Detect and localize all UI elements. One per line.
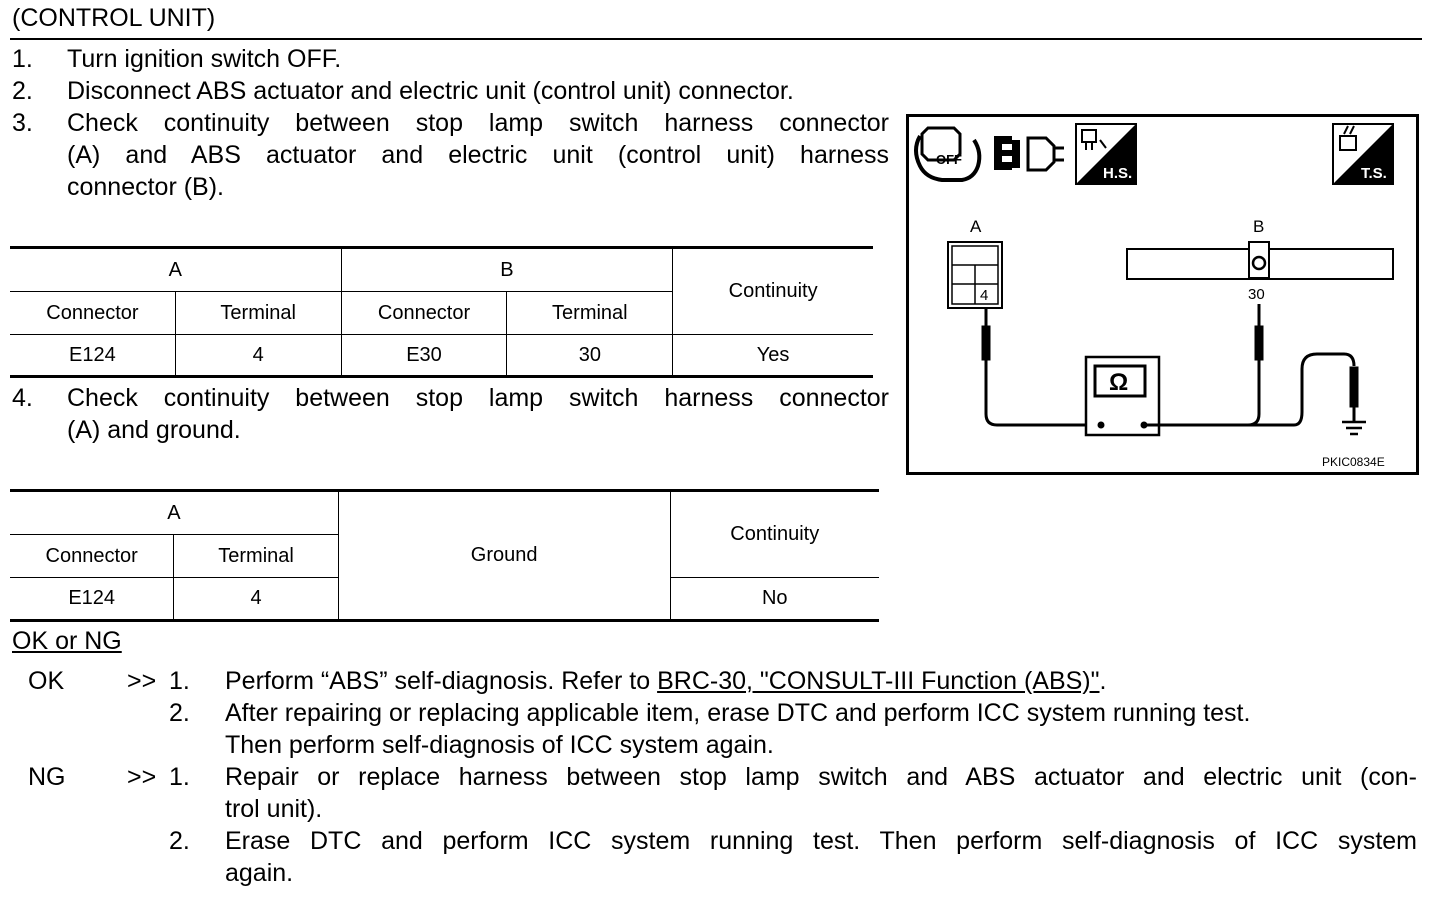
table-row: E124 4 E30 30 Yes [10, 334, 873, 378]
ok-item-2-number: 2. [169, 699, 190, 727]
table1-cell-a-connector: E124 [10, 334, 176, 378]
ohmmeter-icon: Ω [1084, 355, 1161, 437]
table2-col-terminal: Terminal [173, 534, 339, 578]
continuity-table-2: A Ground Continuity Connector Terminal E… [10, 489, 879, 622]
table2-header-a: A [10, 489, 339, 535]
ok-item-1-post: . [1099, 667, 1107, 695]
ts-text: T.S. [1361, 165, 1387, 182]
table2-col-connector: Connector [10, 534, 175, 578]
ok-item-1-pre: Perform “ABS” self-diagnosis. Refer to [225, 667, 658, 695]
table1-cell-b-terminal: 30 [506, 334, 674, 378]
connector-b-label: B [1253, 217, 1264, 236]
ng-item-2-line-2: again. [225, 859, 294, 887]
ng-arrow: >> [127, 763, 157, 791]
ok-item-2-line-1: After repairing or replacing applicable … [225, 699, 1251, 727]
ohm-symbol: Ω [1109, 369, 1128, 396]
step-4-line-2: (A) and ground. [67, 416, 241, 444]
step-3-line-1: Check continuity between stop lamp switc… [67, 109, 889, 137]
ok-item-2-line-2: Then perform self-diagnosis of ICC syste… [225, 731, 774, 759]
table1-col-connector-a: Connector [10, 291, 176, 335]
hs-text: H.S. [1103, 165, 1132, 182]
ng-item-2-number: 2. [169, 827, 190, 855]
ng-item-1-number: 1. [169, 763, 190, 791]
table2-header-ground: Ground [338, 489, 671, 622]
connector-disconnect-icon [994, 136, 1064, 172]
step-3-line-2: (A) and ABS actuator and electric unit (… [67, 141, 889, 169]
connector-a-label: A [970, 217, 982, 236]
connector-a [947, 241, 1003, 309]
ng-item-2-line-1: Erase DTC and perform ICC system running… [225, 827, 1417, 855]
table2-cell-terminal: 4 [173, 577, 339, 622]
step-2-text: Disconnect ABS actuator and electric uni… [67, 77, 794, 105]
connector-a-terminal: 4 [980, 287, 988, 304]
ok-arrow: >> [127, 667, 157, 695]
ok-label: OK [28, 667, 65, 695]
table1-cell-a-terminal: 4 [175, 334, 342, 378]
brc-30-link[interactable]: BRC-30, "CONSULT-III Function (ABS)" [657, 667, 1100, 695]
step-3-line-3: connector (B). [67, 173, 225, 201]
ng-item-1-line-1: Repair or replace harness between stop l… [225, 763, 1417, 791]
table-row: E124 4 No [10, 577, 879, 622]
wiring-diagram: OFF H.S. T.S. A [906, 114, 1419, 475]
ng-item-1-line-2: trol unit). [225, 795, 323, 823]
figure-code: PKIC0834E [1322, 455, 1385, 469]
table1-header-continuity: Continuity [672, 246, 873, 335]
table1-header-b: B [341, 246, 674, 292]
step-1-number: 1. [12, 45, 33, 73]
table2-cell-connector: E124 [10, 577, 175, 622]
result-heading: OK or NG [12, 627, 122, 655]
ground-symbol [1342, 420, 1366, 436]
table1-col-terminal-a: Terminal [175, 291, 342, 335]
table1-cell-b-connector: E30 [341, 334, 508, 378]
step-4-line-1: Check continuity between stop lamp switc… [67, 384, 889, 412]
ignition-off-text: OFF [936, 152, 962, 167]
step-2-number: 2. [12, 77, 33, 105]
connector-b [1126, 241, 1394, 280]
ng-label: NG [28, 763, 66, 791]
table1-col-connector-b: Connector [341, 291, 508, 335]
ignition-key-icon: OFF [914, 126, 982, 182]
ok-item-1-text: Perform “ABS” self-diagnosis. Refer to B… [225, 665, 1106, 697]
table2-cell-continuity: No [670, 577, 879, 622]
table1-cell-continuity: Yes [672, 334, 873, 378]
section-title: (CONTROL UNIT) [12, 4, 216, 32]
title-rule [10, 38, 1422, 40]
step-3-number: 3. [12, 109, 33, 137]
table1-header-a: A [10, 246, 342, 292]
continuity-table-1: A B Continuity Connector Terminal Connec… [10, 246, 873, 378]
connector-b-terminal: 30 [1248, 286, 1265, 303]
step-1-text: Turn ignition switch OFF. [67, 45, 342, 73]
terminal-side-icon: T.S. [1332, 123, 1394, 185]
step-4-number: 4. [12, 384, 33, 412]
harness-side-icon: H.S. [1075, 123, 1137, 185]
table1-col-terminal-b: Terminal [506, 291, 674, 335]
table2-header-continuity: Continuity [670, 489, 879, 578]
ok-item-1-number: 1. [169, 667, 190, 695]
